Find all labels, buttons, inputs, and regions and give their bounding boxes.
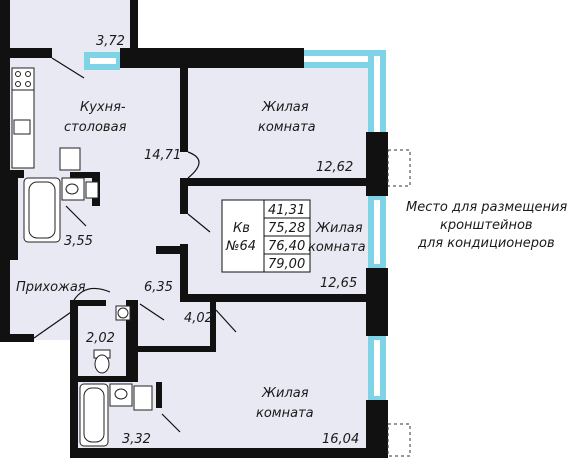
- doors: [33, 57, 237, 433]
- ac-note-line2: кронштейнов: [440, 218, 533, 233]
- ac-note-line3: для кондиционеров: [417, 236, 555, 251]
- toilet-area: 2,02: [86, 331, 115, 346]
- living-top-area: 12,62: [316, 160, 353, 175]
- apartment-label-kv: Кв: [233, 221, 250, 236]
- kitchen-stove: [11, 67, 35, 91]
- hall-label: Прихожая: [16, 280, 86, 295]
- kitchen-label-line2: столовая: [64, 120, 127, 135]
- hall-area: 6,35: [144, 280, 173, 295]
- living-top-label-line2: комната: [258, 120, 316, 135]
- living-middle-label-line1: Жилая: [315, 221, 363, 236]
- living-middle-area: 12,65: [320, 276, 357, 291]
- kitchen-counter: [11, 89, 35, 169]
- living-top-floor: [186, 66, 368, 184]
- bathtub: [23, 177, 61, 243]
- kitchen-label-line1: Кухня-: [80, 100, 126, 115]
- ventilation-shaft: [115, 305, 131, 321]
- washing-machine: [85, 181, 99, 199]
- kitchen-area: 14,71: [144, 148, 181, 163]
- apartment-info: Кв №64 41,31 75,28 76,40 79,00: [221, 199, 311, 273]
- living-bottom-area: 16,04: [322, 432, 359, 447]
- kitchen-cabinet: [59, 147, 81, 171]
- bathroom-area: 3,55: [64, 234, 93, 249]
- living-bottom-floor: [132, 298, 368, 456]
- apartment-area-with-balcony: 76,40: [268, 239, 305, 254]
- apartment-label-number: №64: [225, 239, 256, 254]
- bathroom-small-sink: [109, 383, 133, 407]
- apartment-area-living: 41,31: [268, 203, 305, 218]
- bathroom-sink: [61, 177, 85, 201]
- ac-note-line1: Место для размещения: [406, 200, 567, 215]
- washing-machine-small: [133, 385, 153, 411]
- apartment-area-total: 75,28: [268, 221, 305, 236]
- ac-bracket-bottom: [387, 423, 411, 457]
- ac-bracket-top: [387, 149, 411, 187]
- living-bottom-label-line2: комната: [256, 406, 314, 421]
- balcony-floor: [8, 0, 134, 52]
- living-middle-label-line2: комната: [308, 240, 366, 255]
- bathroom-small-area: 3,32: [122, 432, 151, 447]
- apartment-area-full: 79,00: [268, 257, 305, 272]
- living-top-label-line1: Жилая: [261, 100, 309, 115]
- living-bottom-label-line1: Жилая: [261, 386, 309, 401]
- walls: [0, 0, 388, 458]
- kitchen-floor: [8, 52, 186, 172]
- windows: [84, 50, 386, 400]
- toilet-bowl: [93, 349, 111, 374]
- corridor-area: 4,02: [184, 311, 213, 326]
- ac-note: Место для размещения кронштейнов для кон…: [406, 200, 567, 251]
- bathtub-small: [79, 383, 109, 447]
- balcony-area: 3,72: [96, 34, 125, 49]
